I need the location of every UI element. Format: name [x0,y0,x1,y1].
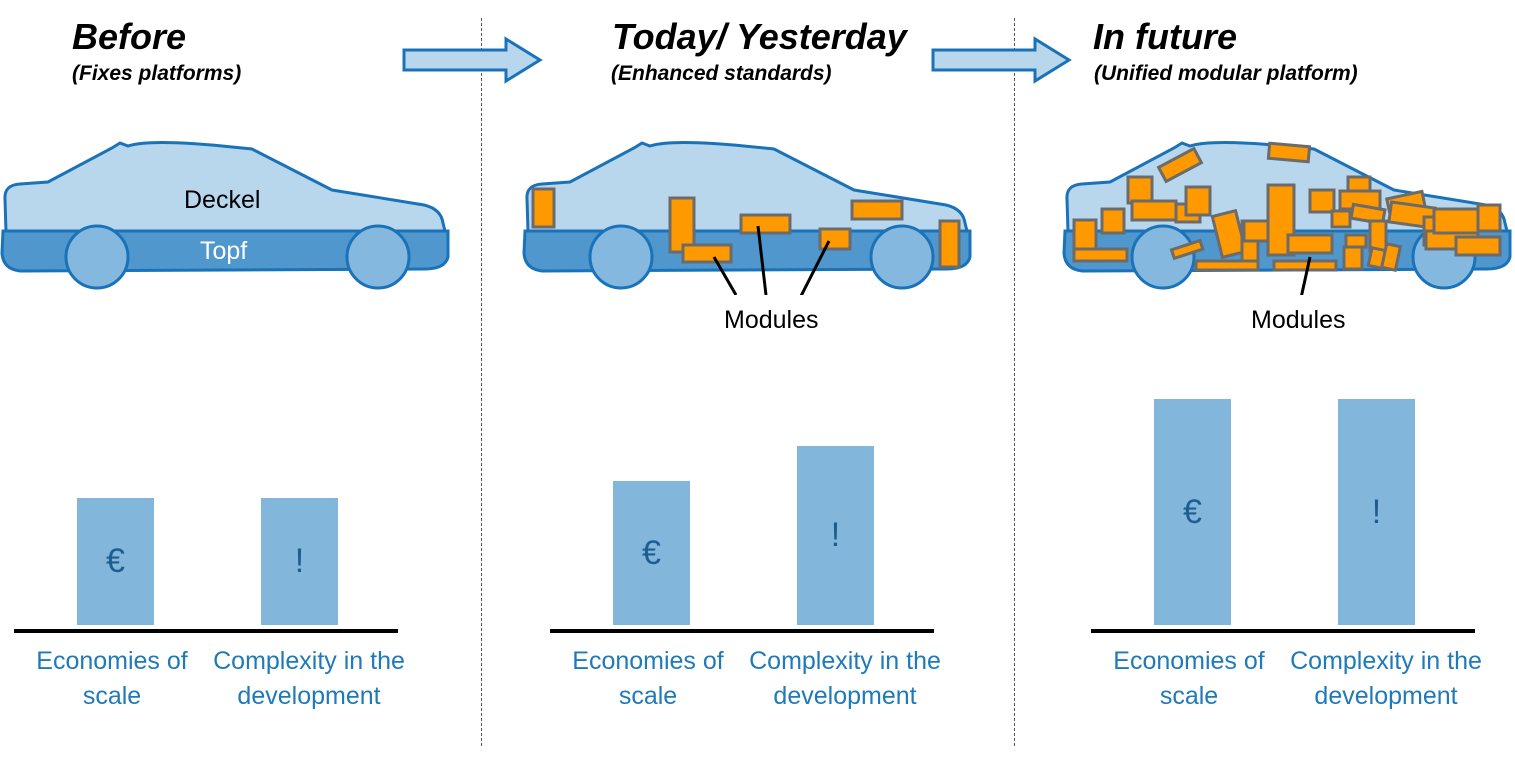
complexity-bar: ! [261,498,338,625]
stage-1-subtitle: (Fixes platforms) [72,62,242,85]
stage-3-title: In future [1093,16,1237,57]
car-top-label: Deckel [184,186,261,214]
stage-3-subtitle: (Unified modular platform) [1094,62,1358,85]
complexity-label: Complexity in the development [213,647,405,710]
economies-of-scale-label: Economies of scale [36,647,188,710]
stage-1-title: Before [72,16,187,57]
economies-of-scale-label: Economies of scale [1113,647,1265,710]
bar-baseline [1091,629,1475,633]
complexity-label: Complexity in the development [1290,647,1482,710]
economies-of-scale-bar: € [613,481,690,625]
bar-baseline [550,629,934,633]
economies-of-scale-bar: € [77,498,154,625]
complexity-label: Complexity in the development [749,647,941,710]
car-bottom-label: Topf [200,237,248,265]
complexity-bar: ! [1338,399,1415,625]
bar-baseline [14,629,398,633]
car-fixed-platform [0,141,450,290]
car-unified-modular-platform [1062,141,1512,295]
complexity-bar: ! [797,446,874,625]
right-arrow-icon [402,36,543,84]
modules-label: Modules [724,306,819,334]
economies-of-scale-bar: € [1154,399,1231,625]
modules-label: Modules [1251,306,1346,334]
right-arrow-icon [931,36,1072,84]
stage-divider [481,18,482,746]
stage-2-title: Today/ Yesterday [612,16,907,57]
stage-divider [1014,18,1015,746]
economies-of-scale-label: Economies of scale [572,647,724,710]
stage-2-subtitle: (Enhanced standards) [611,62,832,85]
car-enhanced-standards [522,141,972,295]
